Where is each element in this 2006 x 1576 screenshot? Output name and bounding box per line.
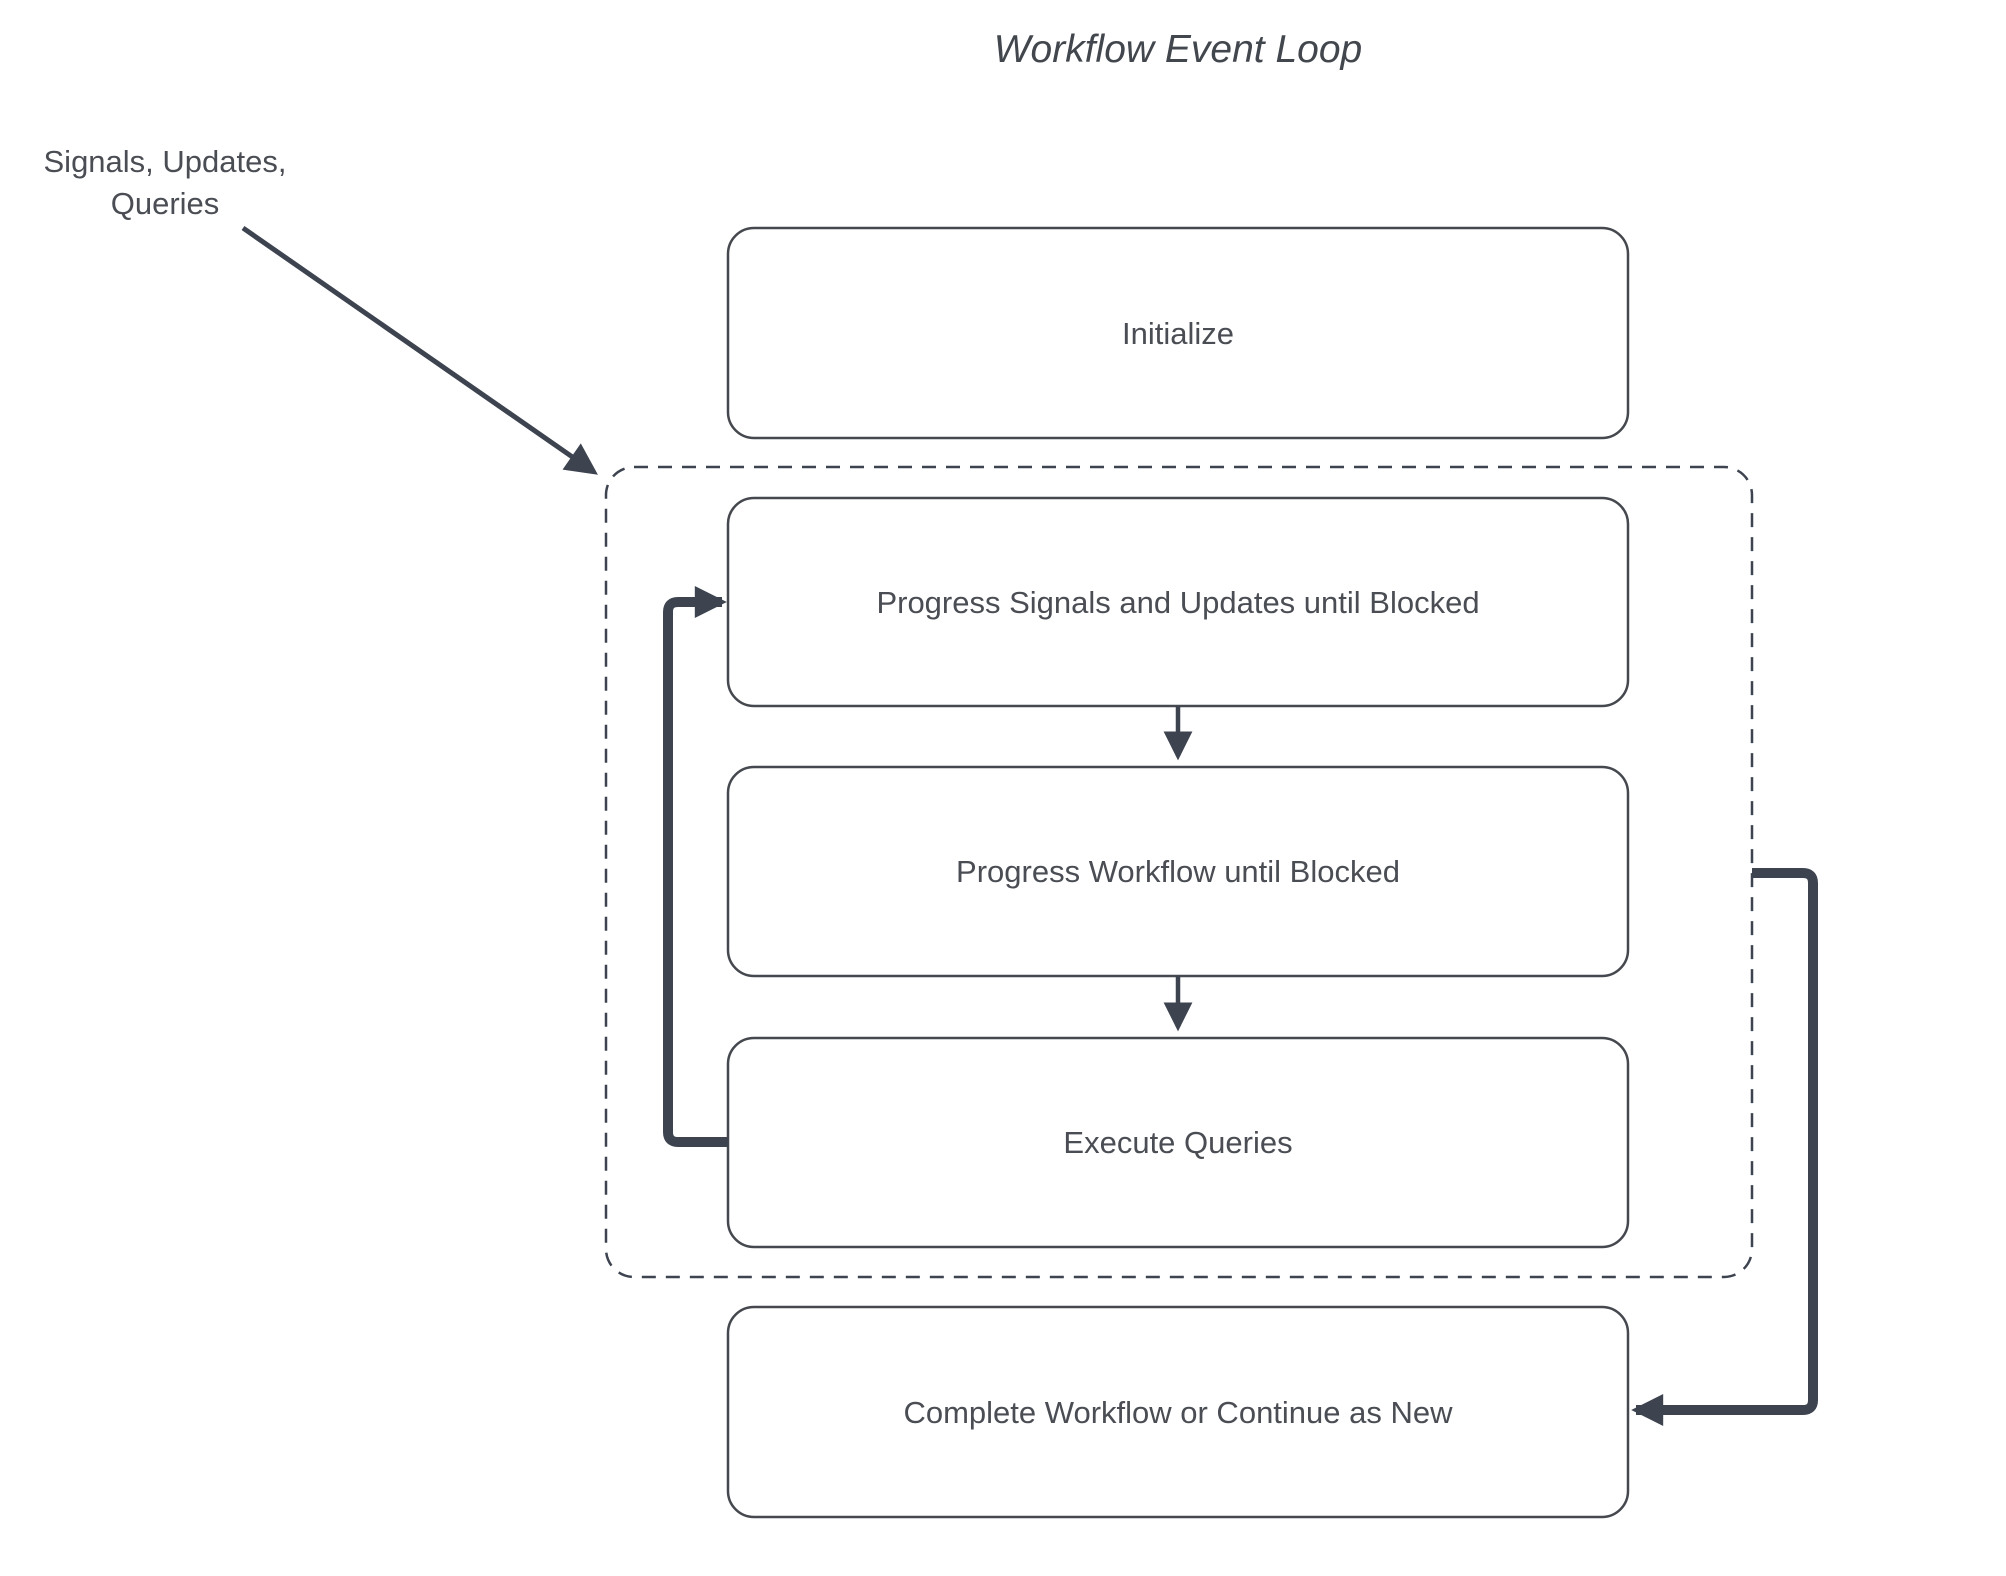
initialize-label: Initialize [1122,316,1234,351]
complete-workflow-node: Complete Workflow or Continue as New [726,1305,1630,1519]
initialize-node: Initialize [726,226,1630,440]
progress-workflow-node: Progress Workflow until Blocked [726,765,1630,978]
annotation-line-2: Queries [111,186,220,221]
annotation-line-1: Signals, Updates, [44,144,287,179]
progress-workflow-label: Progress Workflow until Blocked [956,854,1400,889]
signals-input-arrow [241,225,598,475]
execute-queries-label: Execute Queries [1063,1125,1292,1160]
complete-workflow-box [726,1305,1630,1519]
progress-signals-node: Progress Signals and Updates until Block… [726,496,1630,708]
complete-workflow-label: Complete Workflow or Continue as New [903,1395,1453,1430]
signals-updates-queries-label: Signals, Updates, Queries [44,144,287,221]
diagram-title: Workflow Event Loop [994,28,1363,71]
event-loop-dashed-container [604,465,1754,1279]
queries-loopback-arrow [663,585,728,1147]
initialize-box [726,226,1630,440]
loop-exit-to-complete-arrow [1631,868,1818,1427]
execute-queries-node: Execute Queries [726,1036,1630,1249]
progress-signals-label: Progress Signals and Updates until Block… [876,585,1479,620]
